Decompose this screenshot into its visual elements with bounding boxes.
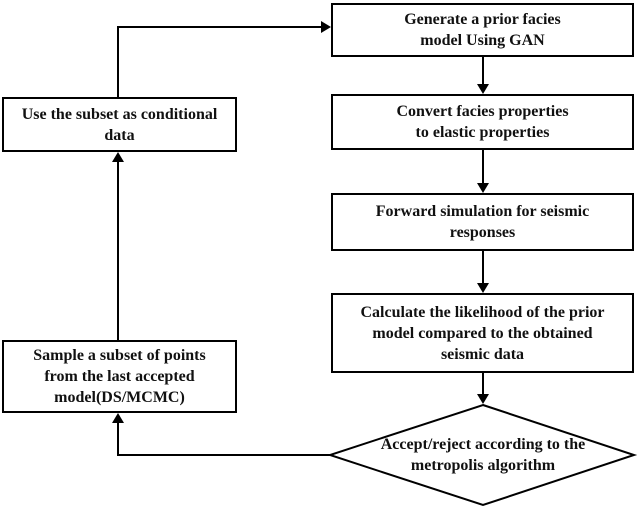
node-text-line: Use the subset as conditional [21, 105, 218, 123]
connector-convert-to-forward [482, 150, 484, 184]
node-text-line: metropolis algorithm [410, 457, 556, 474]
arrowhead-down-icon [477, 183, 489, 193]
node-convert-facies: Convert facies properties to elastic pro… [331, 94, 634, 150]
connector-diamond-to-sample-vertical [117, 423, 119, 456]
connector-diamond-to-sample-horizontal [117, 454, 330, 456]
node-text-line: data [104, 126, 135, 144]
node-text-line: from the last accepted [44, 368, 195, 385]
connector-likelihood-to-diamond [482, 373, 484, 395]
node-accept-reject-label: Accept/reject according to the metropoli… [355, 434, 611, 476]
connector-generate-to-convert [482, 57, 484, 85]
node-sample-subset: Sample a subset of points from the last … [2, 340, 237, 413]
node-forward-simulation: Forward simulation for seismic responses [331, 193, 634, 251]
node-text-line: Sample a subset of points [33, 347, 206, 364]
node-text-line: Accept/reject according to the [380, 436, 586, 453]
node-text-line: model compared to the obtained [372, 324, 593, 342]
node-text-line: Forward simulation for seismic [375, 203, 590, 220]
node-calculate-likelihood: Calculate the likelihood of the prior mo… [331, 293, 634, 373]
connector-use-subset-to-generate [117, 26, 322, 28]
connector-sample-to-use-subset [117, 162, 119, 340]
arrowhead-down-icon [477, 283, 489, 293]
node-generate-prior-facies: Generate a prior facies model Using GAN [331, 3, 634, 57]
node-text-line: model(DS/MCMC) [54, 389, 185, 406]
node-text-line: Calculate the likelihood of the prior [360, 303, 605, 321]
node-text-line: Generate a prior facies [404, 11, 561, 28]
node-text-line: Convert facies properties [396, 103, 569, 120]
node-use-subset-conditional: Use the subset as conditional data [2, 97, 237, 152]
arrowhead-down-icon [477, 84, 489, 94]
arrowhead-up-icon [112, 413, 124, 423]
connector-forward-to-likelihood [482, 251, 484, 284]
node-text-line: responses [449, 224, 516, 241]
arrowhead-up-icon [112, 152, 124, 162]
arrowhead-right-icon [321, 21, 331, 33]
connector-use-subset-up [117, 27, 119, 97]
node-accept-reject-diamond [328, 403, 638, 507]
node-text-line: seismic data [440, 345, 525, 363]
node-text-line: model Using GAN [420, 32, 545, 49]
arrowhead-down-icon [477, 394, 489, 404]
node-text-line: to elastic properties [415, 124, 550, 141]
